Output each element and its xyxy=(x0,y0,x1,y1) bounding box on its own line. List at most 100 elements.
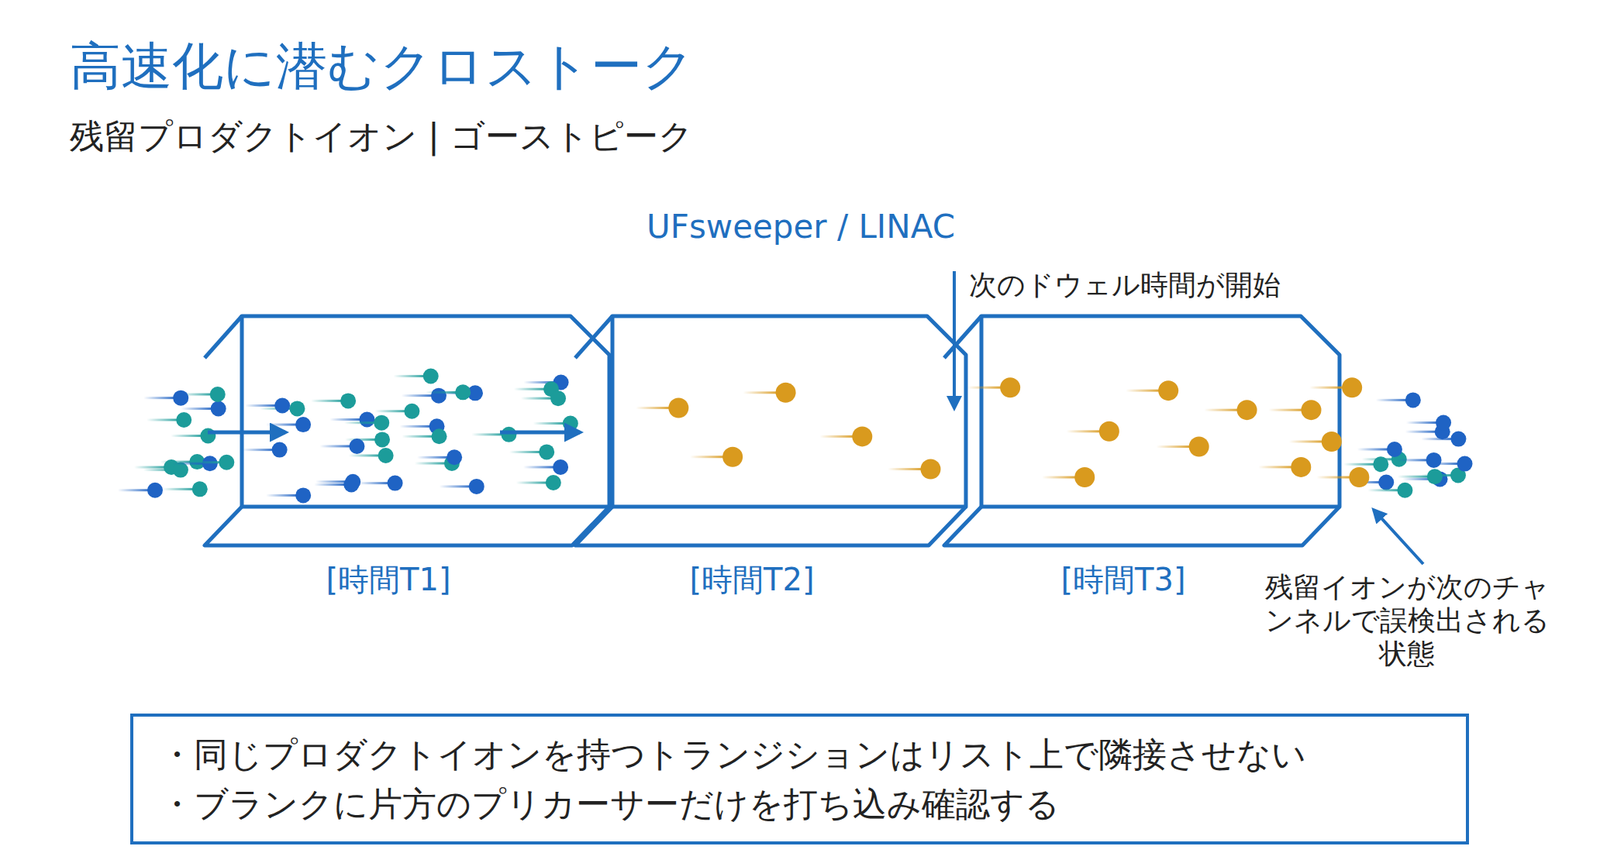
ion-dot xyxy=(210,386,226,403)
ion-trail xyxy=(146,418,178,421)
ion-dot xyxy=(378,448,394,464)
ion-dot xyxy=(455,384,471,400)
ion-trail xyxy=(170,434,202,438)
ion-dot xyxy=(192,481,208,497)
time-label: [時間T2] xyxy=(575,561,929,599)
ion-dot xyxy=(147,482,163,499)
ion-dot xyxy=(775,382,797,404)
ion-trail xyxy=(513,388,545,391)
ion-trail xyxy=(393,375,425,378)
ion-trail xyxy=(162,488,194,491)
ion-dot xyxy=(1435,415,1452,432)
ion-trail xyxy=(374,410,406,413)
ion-dot xyxy=(446,449,463,466)
ion-trail xyxy=(1362,458,1394,461)
ion-dot xyxy=(1386,441,1403,458)
ion-trail xyxy=(244,404,276,407)
ion-trail xyxy=(329,418,361,421)
ion-trail xyxy=(1204,409,1239,412)
ion-trail xyxy=(265,494,297,497)
ion-dot xyxy=(218,455,235,471)
time-segment: [時間T1] xyxy=(204,316,573,611)
ion-trail xyxy=(471,433,503,436)
ion-dot xyxy=(562,415,579,432)
ion-dot xyxy=(431,428,447,445)
ion-trail xyxy=(887,468,922,471)
ion-dot xyxy=(468,479,485,495)
ion-dot xyxy=(545,475,562,491)
dwell-start-arrow xyxy=(952,271,956,409)
tip-box: ・同じプロダクトイオンを持つトランジションはリスト上で隣接させない・ブランクに片… xyxy=(130,713,1469,845)
ion-dot xyxy=(431,388,447,404)
ion-dot xyxy=(340,393,356,409)
segment-floor xyxy=(944,506,1340,546)
ion-dot xyxy=(344,474,361,490)
annotation: 次のドウェル時間が開始 xyxy=(968,268,1281,302)
ion-dot xyxy=(358,411,375,428)
ion-trail xyxy=(401,394,433,397)
time-label: [時間T3] xyxy=(944,561,1303,599)
ion-dot xyxy=(1427,468,1443,485)
ion-dot xyxy=(1378,474,1394,490)
ion-dot xyxy=(1457,456,1473,473)
ion-dot xyxy=(1426,452,1442,469)
ion-dot xyxy=(374,431,390,448)
ion-dot xyxy=(1321,431,1342,452)
callout-leader xyxy=(1373,510,1424,565)
ion-trail xyxy=(523,465,555,469)
ion-trail xyxy=(358,482,390,485)
ion-dot xyxy=(403,403,420,420)
ion-dot xyxy=(552,459,569,476)
subtitle: 残留プロダクトイオン | ゴーストピーク xyxy=(69,116,694,158)
ion-trail xyxy=(743,391,778,394)
ion-dot xyxy=(295,417,311,433)
ion-trail xyxy=(1397,475,1429,479)
time-segment: [時間T3] xyxy=(944,316,1303,611)
ion-dot xyxy=(1000,377,1021,398)
ion-trail xyxy=(313,483,345,487)
flow-arrow xyxy=(207,431,286,435)
ion-dot xyxy=(500,427,517,443)
flow-arrow xyxy=(500,431,580,435)
ion-trail xyxy=(1041,476,1076,480)
ion-trail xyxy=(400,425,432,428)
ion-dot xyxy=(1189,437,1210,458)
ion-trail xyxy=(635,406,670,410)
ion-trail xyxy=(143,396,175,400)
ion-dot xyxy=(1300,400,1321,421)
segment-edge xyxy=(204,316,242,359)
ion-trail xyxy=(401,435,433,438)
ion-trail xyxy=(967,386,1002,390)
ion-trail xyxy=(1316,476,1351,480)
ion-trail xyxy=(1405,431,1437,434)
ion-dot xyxy=(289,400,305,417)
ion-dot xyxy=(668,398,689,419)
ion-trail xyxy=(414,462,446,466)
ion-trail xyxy=(1156,445,1191,449)
ion-trail xyxy=(1309,386,1344,390)
ion-trail xyxy=(344,421,376,425)
callout-note: 残留イオンが次のチャンネルで誤検出される状態 xyxy=(1263,570,1551,672)
ion-dot xyxy=(1450,431,1466,448)
ion-dot xyxy=(1405,392,1421,408)
ion-trail xyxy=(533,422,565,425)
ion-dot xyxy=(1348,467,1369,488)
ion-trail xyxy=(117,489,149,492)
ion-trail xyxy=(425,391,457,394)
ion-dot xyxy=(1396,482,1413,499)
ion-trail xyxy=(1066,430,1101,433)
ion-trail xyxy=(1357,448,1389,452)
tip-text: ・ブランクに片方のプリカーサーだけを打ち込み確認する xyxy=(159,779,1440,830)
ion-trail xyxy=(242,448,274,452)
segment-floor xyxy=(575,506,966,546)
ion-trail xyxy=(134,466,166,469)
ion-trail xyxy=(1289,440,1324,443)
ion-trail xyxy=(319,444,351,448)
tip-text: ・同じプロダクトイオンを持つトランジションはリスト上で隣接させない xyxy=(159,730,1440,780)
ion-trail xyxy=(516,482,548,485)
ion-trail xyxy=(189,461,221,464)
ion-trail xyxy=(1367,489,1399,492)
ion-trail xyxy=(520,397,552,400)
ion-trail xyxy=(265,424,297,427)
